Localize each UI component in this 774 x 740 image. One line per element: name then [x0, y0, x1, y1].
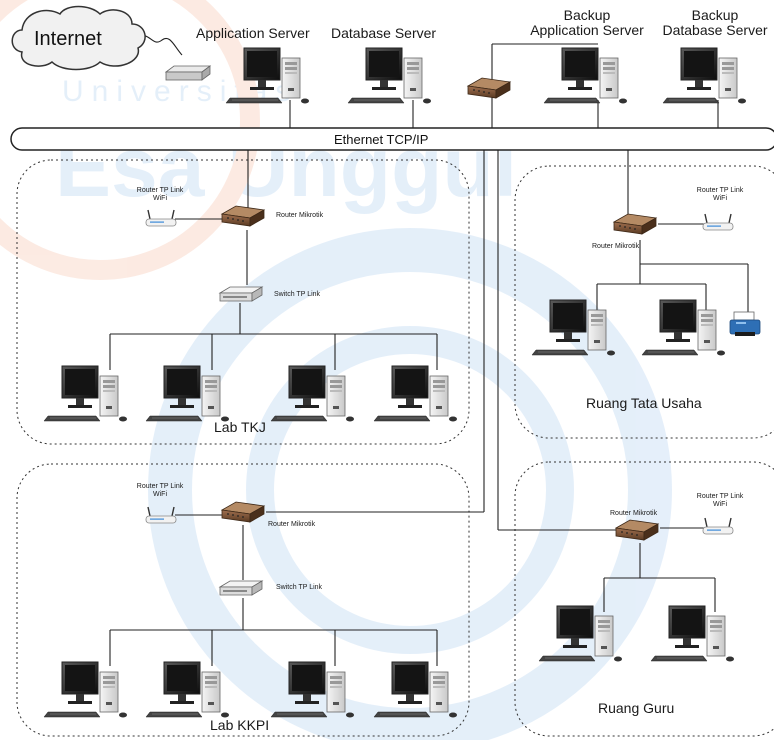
guru-router-mikrotik-label: Router Mikrotik: [610, 510, 658, 517]
backup-database-server-computer-icon: [662, 47, 747, 104]
zone-ruang-tata-usaha-border: [514, 165, 774, 439]
lab-tkj-switch-icon: [219, 286, 263, 302]
modem-icon: [164, 65, 212, 81]
backup-db-line2: Database Server: [662, 22, 768, 39]
backup-application-server-label: Backup Application Server: [522, 7, 652, 39]
printer-icon: [729, 311, 761, 337]
lab-kkpi-switch-icon: [219, 580, 263, 596]
lab-tkj-computer-icon-4: [373, 365, 458, 422]
zone-lab-tkj-label: Lab TKJ: [214, 419, 266, 435]
guru-wifi-router-icon: [702, 517, 734, 535]
tata-usaha-wifi-router-icon: [702, 213, 734, 231]
zone-lab-kkpi-label: Lab KKPI: [210, 717, 270, 733]
lab-tkj-router-mikrotik-label: Router Mikrotik: [276, 212, 324, 219]
router-tp-line2: WiFi: [713, 500, 727, 508]
application-server-label: Application Server: [196, 25, 310, 41]
zone-ruang-guru-label: Ruang Guru: [598, 700, 675, 716]
lab-kkpi-switch-label: Switch TP Link: [276, 584, 323, 591]
database-server-computer-icon: [347, 47, 432, 104]
backup-app-line2: Application Server: [530, 22, 644, 39]
backup-app-line1: Backup: [563, 7, 611, 23]
internet-label: Internet: [34, 28, 102, 50]
cloud-icon: [11, 5, 146, 71]
tata-usaha-mikrotik-router-icon: [613, 213, 657, 235]
lab-kkpi-router-mikrotik-label: Router Mikrotik: [268, 521, 316, 528]
tata-usaha-router-tp-label: Router TP Link WiFi: [692, 187, 748, 202]
zone-ruang-guru-border: [514, 461, 774, 737]
tata-usaha-router-mikrotik-label: Router Mikrotik: [592, 243, 640, 250]
lab-tkj-computer-icon-1: [43, 365, 128, 422]
router-tp-line1: Router TP Link: [136, 187, 184, 194]
guru-router-tp-label: Router TP Link WiFi: [692, 493, 748, 508]
lab-tkj-switch-label: Switch TP Link: [274, 291, 321, 298]
zone-ruang-tata-usaha-label: Ruang Tata Usaha: [586, 395, 702, 411]
lab-kkpi-computer-icon-2: [145, 661, 230, 718]
database-server-label: Database Server: [331, 25, 437, 41]
zone-lab-kkpi-border: [16, 463, 470, 737]
lab-kkpi-router-tp-label: Router TP Link WiFi: [132, 483, 188, 498]
backup-db-line1: Backup: [691, 7, 739, 23]
lab-tkj-router-tp-label: Router TP Link WiFi: [132, 187, 188, 202]
router-tp-line1: Router TP Link: [696, 493, 744, 500]
router-tp-line2: WiFi: [153, 490, 167, 498]
router-tp-line2: WiFi: [153, 194, 167, 202]
router-tp-line1: Router TP Link: [136, 483, 184, 490]
watermark: Universitas Esa Unggul: [0, 0, 672, 740]
backup-application-server-computer-icon: [543, 47, 628, 104]
tata-usaha-computer-icon-2: [641, 299, 726, 356]
ethernet-bus: [10, 127, 774, 151]
router-tp-line1: Router TP Link: [696, 187, 744, 194]
router-tp-line2: WiFi: [713, 194, 727, 202]
zone-borders: [16, 159, 774, 737]
guru-computer-icon-2: [650, 605, 735, 662]
lab-kkpi-computer-icon-1: [43, 661, 128, 718]
backup-database-server-label: Backup Database Server: [656, 7, 774, 39]
zone-lab-tkj-border: [16, 159, 470, 445]
network-links: [109, 34, 749, 666]
backup-switch-router-icon: [467, 77, 511, 99]
ethernet-bus-label: Ethernet TCP/IP: [334, 132, 429, 147]
